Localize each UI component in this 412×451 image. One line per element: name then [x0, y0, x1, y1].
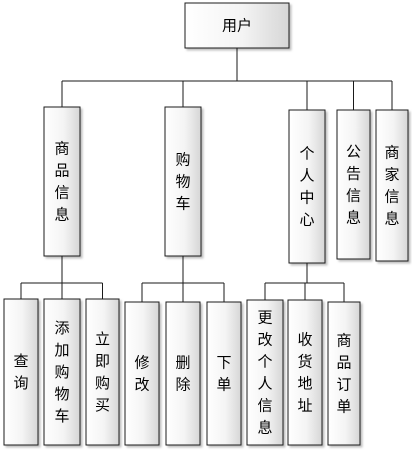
module-node-cart-label: 购物车 — [175, 151, 190, 213]
root-node-label: 用户 — [222, 17, 252, 35]
module-node-notice: 公告信息 — [336, 109, 371, 260]
leaf-node-goods-2-label: 立即购买 — [95, 330, 110, 414]
module-node-center-box — [288, 109, 326, 264]
module-node-notice-box — [336, 109, 371, 260]
leaf-node-center-2-label: 商品订单 — [336, 332, 351, 416]
module-node-goods: 商品信息 — [43, 106, 81, 257]
module-node-goods-label: 商品信息 — [54, 140, 69, 224]
module-node-center: 个人中心 — [288, 109, 326, 264]
module-node-notice-label: 公告信息 — [346, 143, 361, 227]
module-node-cart: 购物车 — [164, 106, 202, 257]
leaf-node-cart-0: 修改 — [124, 301, 160, 446]
leaf-node-cart-0-label: 修改 — [134, 354, 149, 394]
leaf-node-center-0-box — [246, 299, 284, 446]
leaf-node-goods-2: 立即购买 — [85, 298, 120, 446]
module-node-goods-box — [43, 106, 81, 257]
module-node-merchant-label: 商家信息 — [384, 144, 399, 228]
leaf-node-goods-1-box — [43, 298, 81, 446]
leaf-node-center-1-label: 收货地址 — [297, 331, 312, 415]
module-node-merchant-box — [375, 109, 409, 262]
leaf-node-goods-0-box — [3, 298, 39, 446]
leaf-node-goods-1: 添加购物车 — [43, 298, 81, 446]
leaf-node-cart-0-box — [124, 301, 160, 446]
leaf-node-center-1: 收货地址 — [287, 299, 323, 446]
leaf-node-center-0: 更改个人信息 — [246, 299, 284, 446]
leaf-node-cart-2-label: 下单 — [216, 354, 231, 394]
root-node: 用户 — [184, 2, 290, 49]
leaf-node-cart-1-box — [165, 301, 201, 446]
leaf-node-goods-2-box — [85, 298, 120, 446]
module-node-cart-box — [164, 106, 202, 257]
leaf-node-center-2: 商品订单 — [327, 301, 361, 446]
leaf-node-center-2-box — [327, 301, 361, 446]
leaf-node-goods-0: 查询 — [3, 298, 39, 446]
connector-lines — [20, 48, 393, 302]
root-node-box — [184, 2, 290, 49]
leaf-node-center-0-label: 更改个人信息 — [257, 309, 272, 437]
leaf-node-cart-2: 下单 — [206, 301, 242, 446]
leaf-node-goods-1-label: 添加购物车 — [54, 319, 69, 425]
module-node-merchant: 商家信息 — [375, 109, 409, 262]
leaf-node-center-1-box — [287, 299, 323, 446]
leaf-node-cart-1-label: 删除 — [175, 354, 190, 394]
leaf-node-cart-2-box — [206, 301, 242, 446]
leaf-node-goods-0-label: 查询 — [13, 352, 28, 392]
module-node-center-label: 个人中心 — [299, 145, 314, 229]
leaf-node-cart-1: 删除 — [165, 301, 201, 446]
